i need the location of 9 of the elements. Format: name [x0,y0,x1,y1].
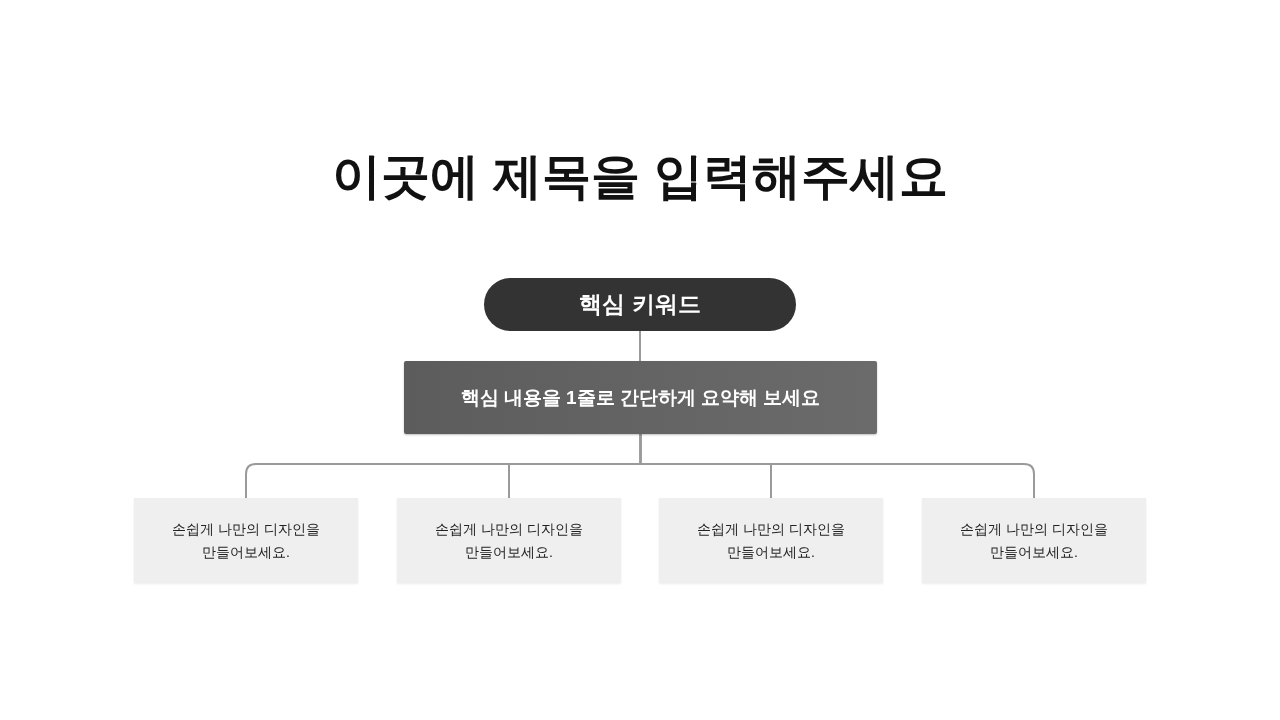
text-card: 손쉽게 나만의 디자인을 만들어보세요. [922,498,1146,583]
connector-line [639,330,641,362]
connector-line [639,433,1035,499]
summary-box: 핵심 내용을 1줄로 간단하게 요약해 보세요 [404,361,877,434]
text-card: 손쉽게 나만의 디자인을 만들어보세요. [134,498,358,583]
title: 이곳에 제목을 입력해주세요 [332,148,948,205]
keyword-pill: 핵심 키워드 [484,278,796,331]
text-card: 손쉽게 나만의 디자인을 만들어보세요. [659,498,883,583]
text-card: 손쉽게 나만의 디자인을 만들어보세요. [397,498,621,583]
